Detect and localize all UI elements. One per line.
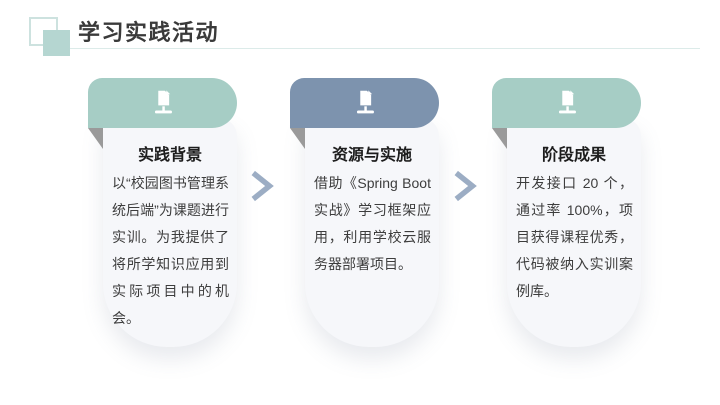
chevron-right-icon <box>251 170 274 202</box>
card-body <box>507 118 641 347</box>
card-fold <box>88 128 103 149</box>
card-resources-implementation: 资源与实施 借助《Spring Boot 实战》学习框架应用，利用学校云服务器部… <box>290 78 439 347</box>
header-divider <box>70 48 700 49</box>
card-fold <box>492 128 507 149</box>
chevron-right-icon <box>454 170 477 202</box>
deco-square-fill-icon <box>43 30 70 56</box>
card-body <box>103 118 237 347</box>
card-body <box>305 118 439 347</box>
card-title: 实践背景 <box>137 147 202 164</box>
page-title: 学习实践活动 <box>78 20 220 45</box>
card-header <box>88 78 237 128</box>
card-title: 资源与实施 <box>331 147 412 164</box>
card-text: 以“校园图书管理系统后端”为课题进行实训。为我提供了将所学知识应用到实际项目中的… <box>112 175 229 326</box>
document-icon <box>356 90 374 114</box>
document-icon <box>154 90 172 114</box>
card-title: 阶段成果 <box>541 147 606 164</box>
document-icon <box>558 90 576 114</box>
card-fold <box>290 128 305 149</box>
card-practice-background: 实践背景 以“校园图书管理系统后端”为课题进行实训。为我提供了将所学知识应用到实… <box>88 78 237 347</box>
card-text: 借助《Spring Boot 实战》学习框架应用，利用学校云服务器部署项目。 <box>314 175 431 272</box>
card-text: 开发接口 20 个，通过率 100%，项目获得课程优秀，代码被纳入实训案例库。 <box>516 175 633 299</box>
card-stage-results: 阶段成果 开发接口 20 个，通过率 100%，项目获得课程优秀，代码被纳入实训… <box>492 78 641 347</box>
card-header <box>492 78 641 128</box>
card-header <box>290 78 439 128</box>
